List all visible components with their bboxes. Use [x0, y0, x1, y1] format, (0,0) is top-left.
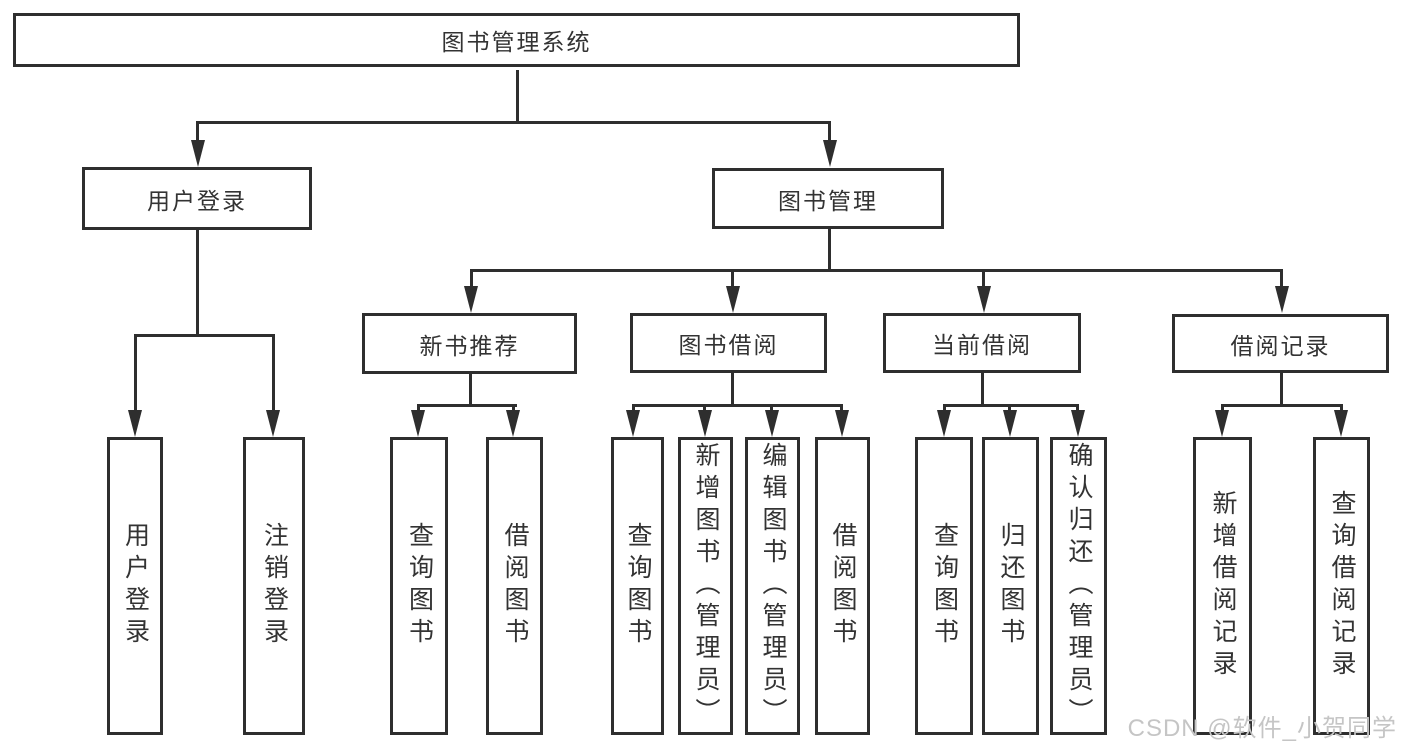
connector-new-book-stem	[469, 371, 472, 407]
connector-arrow-stem	[770, 404, 773, 414]
connector-arrow-stem	[1340, 404, 1343, 414]
leaf-logout: 注销登录	[243, 437, 305, 735]
connector-arrow-stem	[1008, 404, 1011, 414]
node-user-login: 用户登录	[82, 167, 312, 230]
connector-arrow-stem	[1280, 269, 1283, 289]
connector-book-mgmt-stem	[828, 229, 831, 272]
connector-book-borrow-rail	[632, 404, 843, 407]
leaf-return-books: 归还图书	[982, 437, 1039, 735]
leaf-user-login: 用户登录	[107, 437, 163, 735]
leaf-borrow-books-recommend: 借阅图书	[486, 437, 543, 735]
arrow-down-icon	[835, 410, 849, 437]
leaf-add-book-admin: 新增图书（管理员）	[678, 437, 733, 735]
connector-record-rail	[1221, 404, 1342, 407]
arrow-down-icon	[1003, 410, 1017, 437]
node-book-management: 图书管理	[712, 168, 944, 229]
node-borrowing-records: 借阅记录	[1172, 314, 1389, 373]
connector-current-borrow-stem	[981, 370, 984, 407]
arrow-down-icon	[128, 410, 142, 437]
connector-user-login-rail	[134, 334, 275, 337]
arrow-down-icon	[823, 140, 837, 167]
arrow-down-icon	[411, 410, 425, 437]
arrow-down-icon	[977, 286, 991, 313]
connector-root-stem	[516, 70, 519, 123]
csdn-watermark: CSDN @软件_小贺同学	[1127, 715, 1397, 742]
connector-arrow-stem	[982, 269, 985, 289]
connector-arrow-stem	[134, 334, 137, 412]
connector-current-borrow-rail	[943, 404, 1079, 407]
connector-new-book-rail	[417, 404, 517, 407]
connector-arrow-stem	[470, 269, 473, 289]
connector-arrow-stem	[1221, 404, 1224, 414]
leaf-add-borrow-record: 新增借阅记录	[1193, 437, 1252, 735]
connector-arrow-stem	[1076, 404, 1079, 414]
arrow-down-icon	[1071, 410, 1085, 437]
arrow-down-icon	[765, 410, 779, 437]
arrow-down-icon	[1334, 410, 1348, 437]
arrow-down-icon	[1275, 286, 1289, 313]
connector-record-stem	[1280, 371, 1283, 407]
leaf-edit-book-admin: 编辑图书（管理员）	[745, 437, 800, 735]
arrow-down-icon	[1215, 410, 1229, 437]
node-book-borrowing: 图书借阅	[630, 313, 827, 373]
connector-book-borrow-stem	[731, 370, 734, 407]
connector-arrow-stem	[512, 404, 515, 414]
connector-arrow-stem	[828, 121, 831, 143]
arrow-down-icon	[726, 286, 740, 313]
connector-user-login-stem	[196, 230, 199, 337]
arrow-down-icon	[506, 410, 520, 437]
arrow-down-icon	[266, 410, 280, 437]
arrow-down-icon	[626, 410, 640, 437]
arrow-down-icon	[191, 140, 205, 167]
connector-arrow-stem	[417, 404, 420, 414]
leaf-query-books-current: 查询图书	[915, 437, 973, 735]
leaf-query-borrow-record: 查询借阅记录	[1313, 437, 1370, 735]
arrow-down-icon	[698, 410, 712, 437]
connector-arrow-stem	[840, 404, 843, 414]
connector-arrow-stem	[731, 269, 734, 289]
connector-arrow-stem	[943, 404, 946, 414]
node-library-management-system: 图书管理系统	[13, 13, 1020, 67]
connector-arrow-stem	[272, 334, 275, 412]
connector-arrow-stem	[632, 404, 635, 414]
leaf-query-books-recommend: 查询图书	[390, 437, 448, 735]
node-new-book-recommendation: 新书推荐	[362, 313, 577, 374]
node-current-borrowing: 当前借阅	[883, 313, 1081, 373]
connector-level3-rail	[470, 269, 1283, 272]
connector-level2-rail	[197, 121, 831, 124]
connector-arrow-stem	[703, 404, 706, 414]
arrow-down-icon	[464, 286, 478, 313]
leaf-query-books-borrowing: 查询图书	[611, 437, 664, 735]
leaf-borrow-books-borrowing: 借阅图书	[815, 437, 870, 735]
arrow-down-icon	[937, 410, 951, 437]
leaf-confirm-return-admin: 确认归还（管理员）	[1050, 437, 1107, 735]
connector-arrow-stem	[196, 121, 199, 143]
